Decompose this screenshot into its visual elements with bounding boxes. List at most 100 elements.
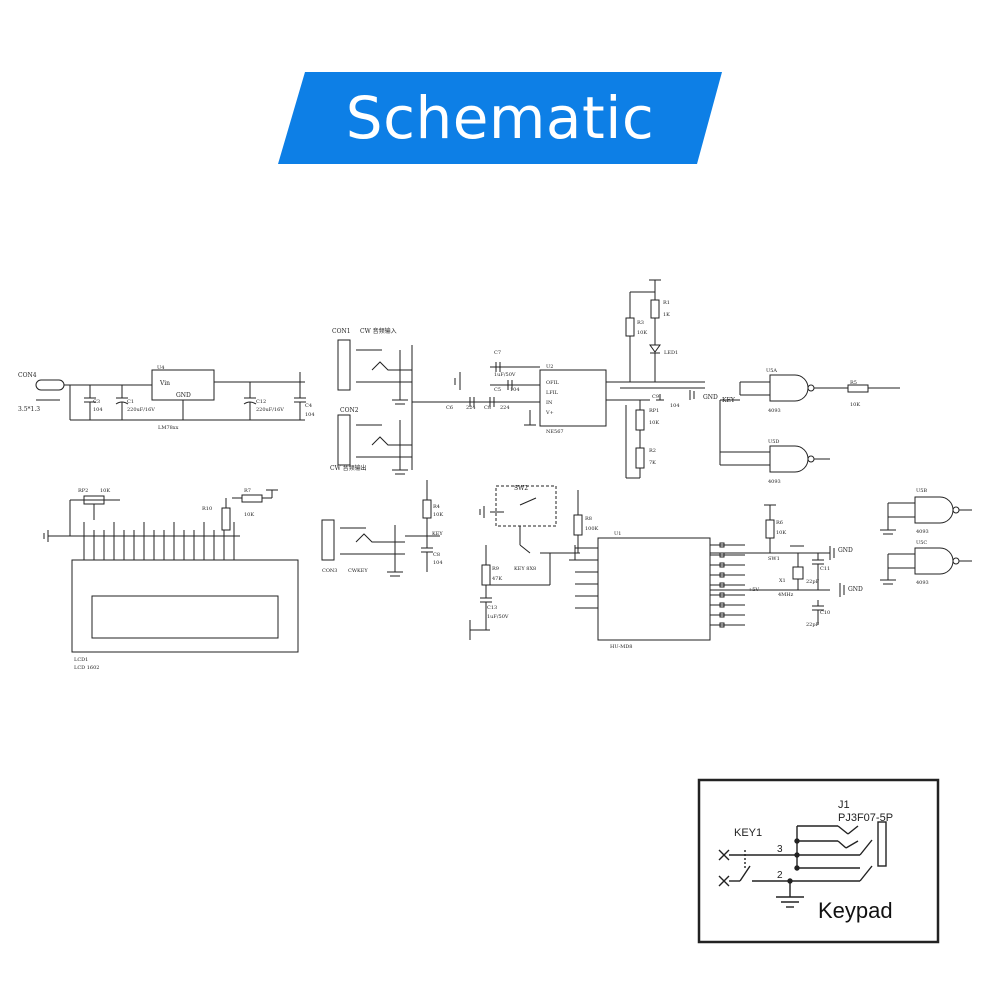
u1-left-pins xyxy=(575,547,598,609)
tone-decoder-section: U2 OFIL LFIL IN V+ NE567 C7 1uF/50V C5 1… xyxy=(446,279,736,479)
u4-part: LM78xx xyxy=(158,425,179,431)
r9-label: R9 xyxy=(492,566,499,572)
keypad-inset: J1 PJ3F07-5P KEY1 3 2 xyxy=(697,778,940,944)
r4-resistor xyxy=(422,499,432,519)
u1-pin-marker xyxy=(719,562,725,568)
con3-label: CON3 xyxy=(322,568,337,574)
con1-jack xyxy=(337,339,351,391)
c7-label: C7 xyxy=(494,350,501,356)
c3-label: C3 xyxy=(93,399,100,405)
c6-value: 224 xyxy=(466,405,476,411)
r6-value: 10K xyxy=(776,530,786,536)
r10-resistor xyxy=(221,507,231,531)
u5b-label: U5B xyxy=(916,488,927,494)
sw2-switch xyxy=(495,485,557,527)
audio-jacks-section: CON1 CW 音频输入 CON2 CW 音频输出 xyxy=(330,327,460,475)
u4-gnd: GND xyxy=(176,392,191,399)
sw2-label: SW2 xyxy=(514,485,528,492)
c1-value: 220uF/16V xyxy=(127,407,155,413)
r7-value: 10K xyxy=(244,512,254,518)
c13-label: C13 xyxy=(487,605,497,611)
pin2-label: 2 xyxy=(777,870,783,881)
c11-value: 22pF xyxy=(806,579,820,585)
cwkey-section: CON3 CWKEY R4 10K KEY C8 104 xyxy=(321,480,443,577)
con3-desc: CWKEY xyxy=(348,568,368,574)
r5-resistor xyxy=(847,384,869,393)
c8-value: 224 xyxy=(500,405,510,411)
banner-shape xyxy=(278,72,722,164)
con1-desc: CW 音频输入 xyxy=(360,327,397,335)
con2-label: CON2 xyxy=(340,407,359,414)
r3-label: R3 xyxy=(637,320,644,326)
c1-label: C1 xyxy=(127,399,134,405)
u4-vin: Vin xyxy=(159,380,170,387)
c5-value: 104 xyxy=(510,387,520,393)
x1-crystal xyxy=(792,566,804,580)
u5a-part: 4093 xyxy=(768,408,781,414)
u1-mcu xyxy=(597,537,711,641)
u1-pin-marker xyxy=(719,582,725,588)
r4-value: 10K xyxy=(433,512,443,518)
pin3-label: 3 xyxy=(777,844,783,855)
r1-label: R1 xyxy=(663,300,670,306)
u1-pin-marker xyxy=(719,572,725,578)
r2-value: 7K xyxy=(649,460,656,466)
r1-resistor xyxy=(650,299,660,319)
con2-desc: CW 音频输出 xyxy=(330,464,367,472)
r9-resistor xyxy=(481,564,491,586)
rp2-value: 10K xyxy=(100,488,110,494)
page-title: Schematic xyxy=(345,84,655,152)
banner-parallelogram xyxy=(278,72,722,164)
lcd-label: LCD1 xyxy=(74,657,88,663)
c8b-label: C8 xyxy=(433,552,440,558)
c10-label: C10 xyxy=(820,610,830,616)
u2-part: NE567 xyxy=(546,429,564,435)
c7-value: 1uF/50V xyxy=(494,372,516,378)
r10-label: R10 xyxy=(202,506,212,512)
con4-jack xyxy=(35,379,65,391)
keypad-frame xyxy=(697,778,940,944)
u1-label: U1 xyxy=(614,531,621,537)
r7-resistor xyxy=(241,494,263,503)
lcd-part: LCD 1602 xyxy=(74,665,99,671)
lcd-pins xyxy=(83,522,235,560)
u5b-gate xyxy=(914,496,954,524)
u1-part: HU-MD8 xyxy=(610,644,633,650)
r1-value: 1K xyxy=(663,312,670,318)
c11-label: C11 xyxy=(820,566,830,572)
r5-value: 10K xyxy=(850,402,860,408)
gnd-label-2: GND xyxy=(838,547,853,554)
u4-label: U4 xyxy=(157,365,164,371)
gnd-label-3: GND xyxy=(848,586,863,593)
r8-label: R8 xyxy=(585,516,592,522)
con3-jack xyxy=(321,519,335,561)
c12-label: C12 xyxy=(256,399,266,405)
c12-value: 220uF/16V xyxy=(256,407,284,413)
r7-label: R7 xyxy=(244,488,251,494)
u5c-label: U5C xyxy=(916,540,927,546)
rp1-value: 10K xyxy=(649,420,659,426)
u5c-part: 4093 xyxy=(916,580,929,586)
u1-pin-marker xyxy=(719,602,725,608)
con1-label: CON1 xyxy=(332,328,351,335)
rp1-potentiometer xyxy=(635,409,645,431)
c13-value: 1uF/50V xyxy=(487,614,509,620)
c5-label: C5 xyxy=(494,387,501,393)
lcd1602-module xyxy=(71,559,299,653)
sw1-label: SW1 xyxy=(768,556,780,562)
x-marker-1 xyxy=(718,849,730,861)
u5a-gate xyxy=(769,374,809,402)
u2-ofil: OFIL xyxy=(546,380,560,386)
u2-ne567 xyxy=(539,369,607,427)
r2-label: R2 xyxy=(649,448,656,454)
rp1-label: RP1 xyxy=(649,408,659,414)
u5a-label: U5A xyxy=(766,368,777,374)
power-supply-section: CON4 3.5*1.3 C3 104 C1 220uF/16V U4 Vin … xyxy=(18,365,315,431)
r9-value: 47K xyxy=(492,576,502,582)
u1-pin-marker xyxy=(719,592,725,598)
led1-diode xyxy=(649,344,661,353)
lcd-section: RP2 10K R10 R7 10K LCD1 LCD 1602 xyxy=(43,488,299,671)
lcd-screen xyxy=(91,595,279,639)
u2-label: U2 xyxy=(546,364,553,370)
